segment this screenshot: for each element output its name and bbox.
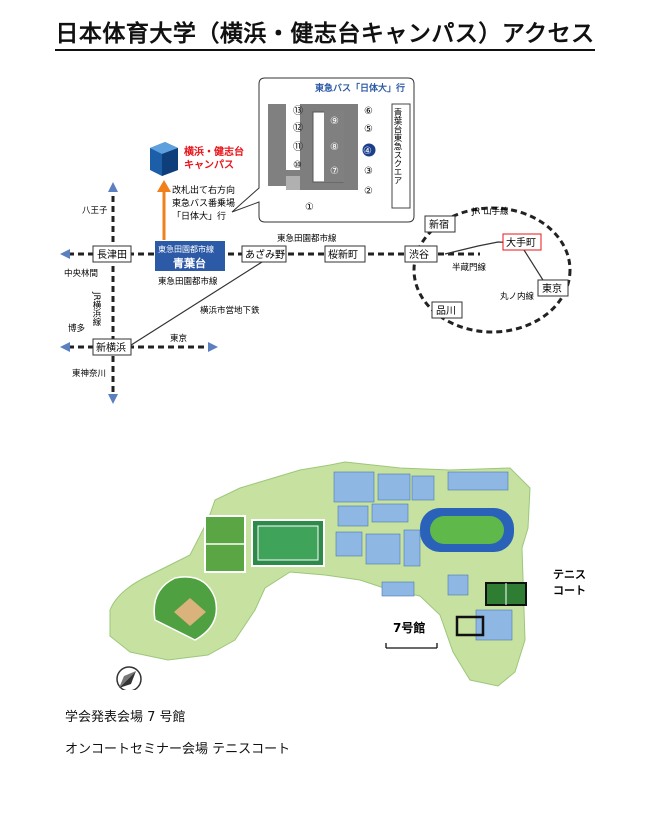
station-shinagawa: 品川 [436, 305, 456, 317]
bus-stop-10: ⑩ [293, 160, 302, 171]
label-tokyo-dir: 東京 [170, 333, 187, 344]
bus-terminal-name: 青葉台東急スクエア [392, 107, 402, 184]
line-labels: 東急田園都市線 東急田園都市線 JR 山手線 半蔵門線 丸ノ内線 横浜市営地下鉄… [64, 206, 535, 379]
bus-stop-8: ⑧ [330, 142, 339, 153]
tennis-label-line1: テニス [553, 568, 586, 581]
label-denentoshi-bottom: 東急田園都市線 [158, 276, 218, 287]
station-nagatsuta: 長津田 [97, 249, 127, 261]
bus-stop-7: ⑦ [330, 166, 339, 177]
page-title: 日本体育大学（横浜・健志台キャンパス）アクセス [0, 14, 650, 51]
label-chuorinkan: 中央林間 [64, 268, 98, 279]
label-subway: 横浜市営地下鉄 [200, 305, 260, 316]
label-hachioji: 八王子 [82, 206, 108, 216]
campus-grounds [109, 461, 531, 687]
station-otemachi: 大手町 [506, 236, 536, 249]
bus-stop-4: ④ [363, 146, 372, 157]
label-hanzomon: 半蔵門線 [452, 262, 487, 273]
tennis-label-line2: コート [553, 584, 586, 597]
station-shinyokohama: 新横浜 [96, 341, 126, 354]
route-arrow-icon [157, 180, 171, 240]
bus-stop-numbers: ⑬ ⑫ ⑪ ⑩ ⑨ ⑧ ⑦ ⑥ ⑤ ④ ③ ② ① [293, 105, 376, 213]
caption-venue-seminar: オンコートセミナー会場 テニスコート [65, 742, 291, 757]
label-higashikanagawa: 東神奈川 [72, 368, 106, 379]
yamanote-loop [412, 206, 572, 334]
label-denentoshi-top: 東急田園都市線 [277, 233, 337, 244]
north-arrow-icon [116, 666, 142, 690]
label-yamanote: JR 山手線 [471, 206, 509, 217]
bus-stop-5: ⑤ [364, 124, 373, 135]
directions-line3: 「日体大」行 [172, 210, 226, 222]
bus-stop-1: ① [305, 202, 314, 213]
label-hakata: 博多 [68, 323, 86, 334]
station-sakurashinmachi: 桜新町 [328, 248, 358, 261]
building-7-highlight [455, 615, 485, 637]
campus-label-line1: 横浜・健志台 [184, 145, 244, 158]
bus-stop-9: ⑨ [330, 116, 339, 127]
bus-stop-2: ② [364, 186, 373, 197]
bus-stop-6: ⑥ [364, 106, 373, 117]
bus-stop-12: ⑫ [293, 122, 303, 134]
bus-stop-3: ③ [364, 166, 373, 177]
campus-map: 7号館 テニス コート [109, 461, 586, 690]
campus-building-icon [150, 142, 178, 176]
bus-terminal-inset [231, 77, 415, 223]
station-aobadai-line: 東急田園都市線 [158, 244, 214, 254]
station-tokyo: 東京 [542, 282, 562, 295]
label-yokohama-line: JR横浜線 [91, 291, 101, 326]
caption-venue-presentation: 学会発表会場 7 号館 [65, 710, 186, 725]
fields [153, 508, 527, 641]
campus-label-line2: キャンパス [184, 159, 234, 171]
direction-arrows [60, 182, 218, 404]
bus-title: 東急バス「日体大」行 [315, 82, 405, 94]
building-7-label: 7号館 [393, 620, 425, 635]
station-shibuya: 渋谷 [409, 248, 429, 261]
station-shinjuku: 新宿 [429, 218, 449, 231]
directions-line1: 改札出て右方向 [172, 184, 235, 196]
page-title-text: 日本体育大学（横浜・健志台キャンパス）アクセス [55, 21, 595, 51]
label-marunouchi: 丸ノ内線 [500, 291, 535, 302]
buildings [333, 471, 513, 641]
bus-stop-11: ⑪ [293, 141, 303, 153]
station-azamino: あざみ野 [245, 248, 285, 261]
bus-stop-13: ⑬ [293, 105, 303, 117]
access-map: 横浜・健志台 キャンパス 改札出て右方向 東急バス番乗場 「日体大」行 東急バス… [60, 77, 572, 404]
rail-lines [68, 196, 480, 392]
stations: 長津田 東急田園都市線 青葉台 あざみ野 桜新町 渋谷 新宿 大手町 東京 品川… [92, 215, 569, 356]
directions-line2: 東急バス番乗場 [172, 197, 235, 209]
building-7-label-group: 7号館 [385, 620, 438, 649]
station-aobadai: 青葉台 [173, 256, 206, 270]
